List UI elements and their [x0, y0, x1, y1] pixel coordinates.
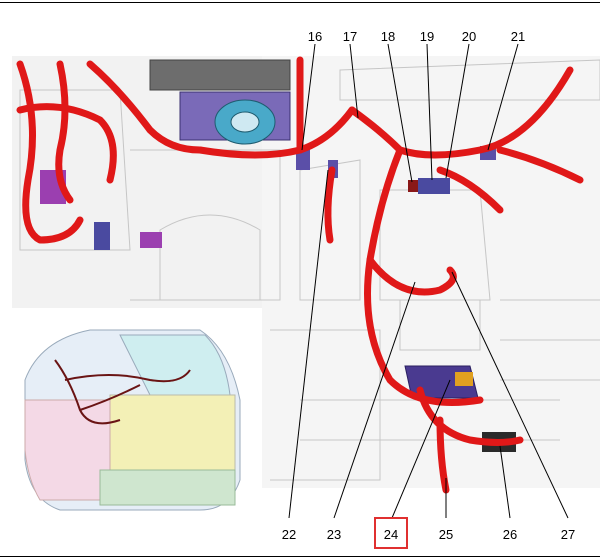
callout-25: 25: [438, 527, 454, 542]
callout-27: 27: [560, 527, 576, 542]
callout-22: 22: [281, 527, 297, 542]
callout-24: 24: [383, 527, 399, 542]
main-harness: [16, 56, 584, 494]
highlight-box: [374, 517, 408, 549]
callout-18: 18: [380, 29, 396, 44]
leader-lines: [288, 43, 569, 519]
vehicle-inset: [24, 329, 241, 511]
callout-20: 20: [461, 29, 477, 44]
bottom-rule: [0, 556, 600, 557]
callout-26: 26: [502, 527, 518, 542]
callout-17: 17: [342, 29, 358, 44]
main-view-panel: [262, 56, 600, 488]
top-rule: [0, 2, 600, 3]
callout-21: 21: [510, 29, 526, 44]
callout-19: 19: [419, 29, 435, 44]
steering-column: [179, 91, 291, 145]
callout-23: 23: [326, 527, 342, 542]
callout-16: 16: [307, 29, 323, 44]
